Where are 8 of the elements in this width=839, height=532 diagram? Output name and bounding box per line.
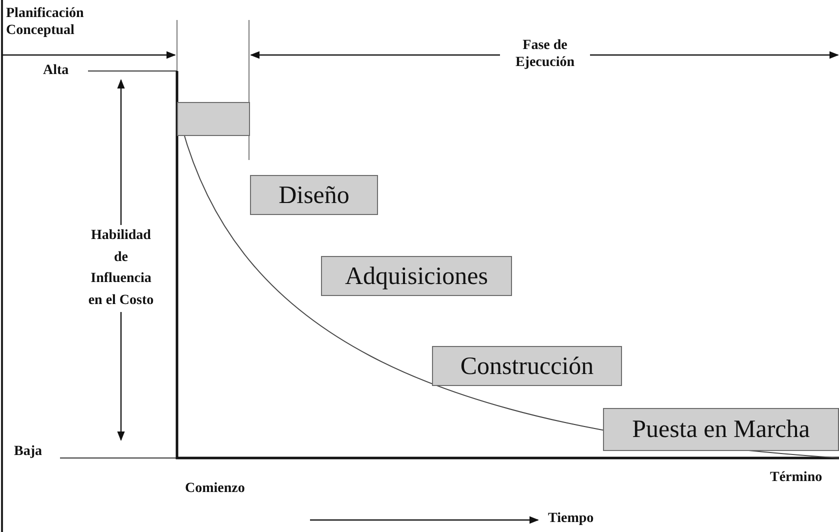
shaded-box xyxy=(177,102,250,136)
phase-label: Fase de Ejecución xyxy=(500,38,590,72)
phase-box: Adquisiciones xyxy=(321,256,512,296)
phase-box: Diseño xyxy=(250,175,378,215)
phase-box: Puesta en Marcha xyxy=(603,408,839,451)
phase-label: Planificación Conceptual xyxy=(6,6,85,40)
phase-box: Construcción xyxy=(432,346,622,386)
axis-title: Habilidad de Influencia en el Costo xyxy=(86,225,156,312)
